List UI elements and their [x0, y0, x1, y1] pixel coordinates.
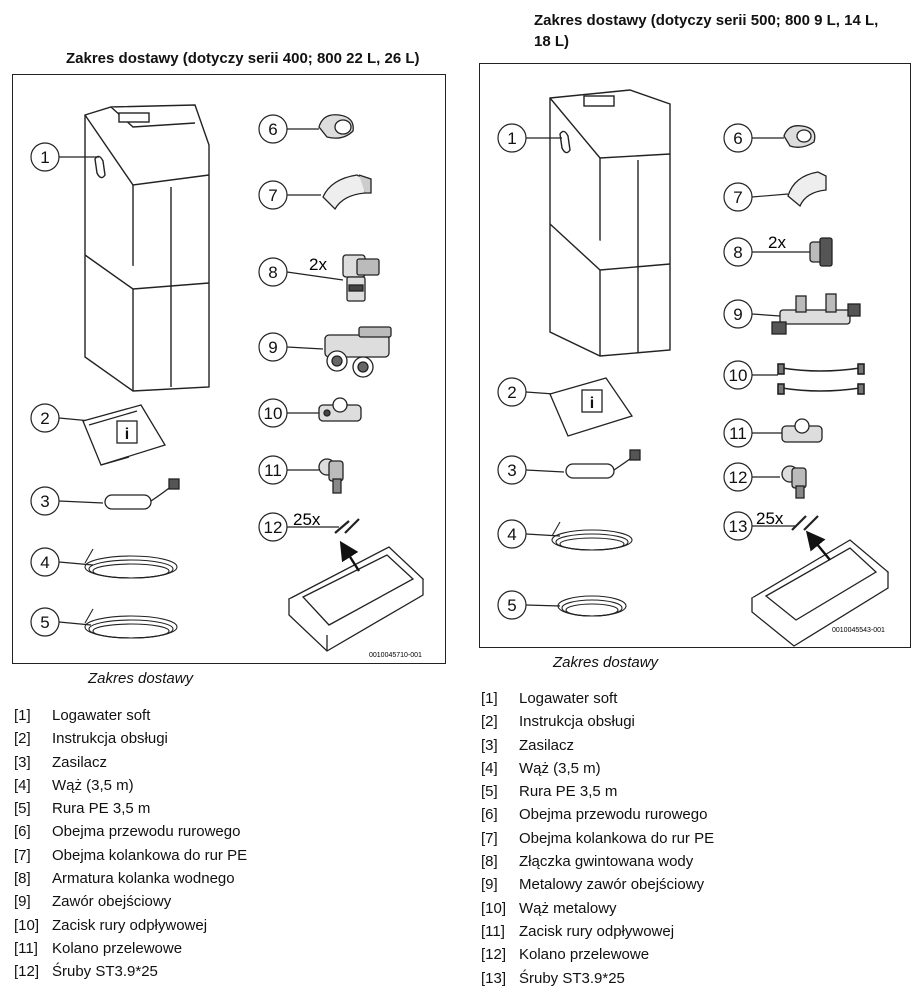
callout-11: 11: [264, 461, 282, 480]
figure-code: 0010045543-001: [832, 627, 885, 634]
pe-pipe-coil: [557, 595, 627, 617]
left-legend: [1]Logawater soft [2]Instrukcja obsługi …: [14, 704, 247, 984]
screws: [791, 515, 819, 531]
legend-row: [13]Śruby ST3.9*25: [481, 969, 625, 987]
legend-row: [1]Logawater soft: [481, 690, 618, 707]
threaded-connector: [809, 237, 833, 267]
overflow-elbow: [318, 458, 344, 494]
packaging-box: [287, 546, 425, 652]
hose-coil: [84, 548, 178, 579]
right-legend: [1]Logawater soft [2]Instrukcja obsługi …: [481, 687, 714, 990]
legend-row: [10]Zacisk rury odpływowej: [14, 916, 208, 934]
legend-row: [5]Rura PE 3,5 m: [14, 800, 151, 818]
legend-row: [7]Obejma kolankowa do rur PE: [14, 846, 248, 864]
callout-6: 6: [733, 129, 742, 148]
legend-row: [2]Instrukcja obsługi: [14, 730, 168, 748]
left-heading: Zakres dostawy (dotyczy serii 400; 800 2…: [66, 50, 420, 67]
callout-4: 4: [507, 525, 516, 544]
callout-3: 3: [507, 461, 516, 480]
callout-1: 1: [507, 129, 516, 148]
left-figure: 1 2 3 4 5 6 7 8 9 10 11 12: [12, 74, 446, 664]
callout-13: 13: [729, 517, 748, 536]
legend-row: [11]Kolano przelewowe: [14, 939, 183, 957]
elbow-clamp: [322, 174, 372, 211]
drain-clamp: [781, 418, 823, 443]
callout-5: 5: [40, 613, 49, 632]
right-figure: 1 2 3 4 5 6 7 8 9 10 11 12 13 2x: [479, 63, 911, 648]
callout-12: 12: [264, 518, 283, 537]
legend-row: [12]Śruby ST3.9*25: [14, 963, 158, 981]
callout-circle: [30, 142, 60, 172]
metal-bypass-valve: [771, 293, 861, 335]
pipe-clamp: [318, 114, 354, 139]
legend-row: [7]Obejma kolankowa do rur PE: [481, 829, 715, 847]
qty-8: 2x: [309, 255, 327, 274]
elbow-clamp: [787, 171, 827, 208]
overflow-elbow: [781, 465, 807, 499]
callout-9: 9: [733, 305, 742, 324]
callout-4: 4: [40, 553, 49, 572]
legend-row: [9]Metalowy zawór obejściowy: [481, 876, 705, 894]
drain-clamp: [318, 397, 362, 422]
callout-10: 10: [264, 404, 283, 423]
callout-2: 2: [40, 409, 49, 428]
legend-row: [1]Logawater soft: [14, 707, 151, 724]
bypass-valve: [324, 326, 392, 378]
callout-2: 2: [507, 383, 516, 402]
qty-13: 25x: [756, 509, 784, 528]
packaging-box: [750, 539, 890, 647]
legend-row: [10]Wąż metalowy: [481, 899, 617, 917]
legend-row: [9]Zawór obejściowy: [14, 893, 172, 911]
legend-row: [12]Kolano przelewowe: [481, 946, 650, 964]
legend-row: [6]Obejma przewodu rurowego: [481, 806, 708, 824]
info-icon: i: [125, 426, 129, 443]
qty-8: 2x: [768, 233, 786, 252]
power-supply: [104, 478, 180, 510]
callout-12: 12: [729, 468, 748, 487]
legend-row: [8]Złączka gwintowana wody: [481, 853, 694, 871]
left-caption: Zakres dostawy: [88, 670, 194, 687]
callout-1: 1: [40, 148, 49, 167]
callout-11: 11: [729, 424, 747, 443]
callout-7: 7: [733, 188, 742, 207]
callout-5: 5: [507, 596, 516, 615]
callout-10: 10: [729, 366, 748, 385]
callout-9: 9: [268, 338, 277, 357]
softener-cabinet: [549, 89, 671, 357]
callout-8: 8: [268, 263, 277, 282]
legend-row: [5]Rura PE 3,5 m: [481, 783, 618, 801]
figure-code: 0010045710-001: [369, 652, 422, 659]
callout-7: 7: [268, 186, 277, 205]
legend-row: [3]Zasilacz: [481, 736, 575, 754]
callout-3: 3: [40, 492, 49, 511]
metal-hose: [777, 363, 865, 395]
legend-row: [4]Wąż (3,5 m): [14, 776, 134, 794]
softener-cabinet: [84, 104, 210, 392]
legend-row: [8]Armatura kolanka wodnego: [14, 870, 235, 888]
legend-row: [3]Zasilacz: [14, 753, 108, 771]
screws: [334, 518, 360, 534]
callout-6: 6: [268, 120, 277, 139]
hose-coil: [551, 521, 633, 551]
legend-row: [2]Instrukcja obsługi: [481, 713, 635, 731]
qty-12: 25x: [293, 510, 321, 529]
right-caption: Zakres dostawy: [553, 654, 659, 671]
manual-book: i: [549, 377, 634, 437]
legend-row: [11]Zacisk rury odpływowej: [481, 922, 675, 940]
power-supply: [565, 449, 641, 479]
info-icon: i: [590, 395, 594, 412]
callout-8: 8: [733, 243, 742, 262]
pipe-clamp: [783, 125, 816, 148]
elbow-fitting: [342, 254, 380, 302]
legend-row: [6]Obejma przewodu rurowego: [14, 823, 241, 841]
pe-pipe-coil: [84, 608, 178, 639]
right-heading: Zakres dostawy (dotyczy serii 500; 800 9…: [534, 12, 879, 50]
legend-row: [4]Wąż (3,5 m): [481, 759, 601, 777]
manual-book: i: [82, 404, 166, 466]
